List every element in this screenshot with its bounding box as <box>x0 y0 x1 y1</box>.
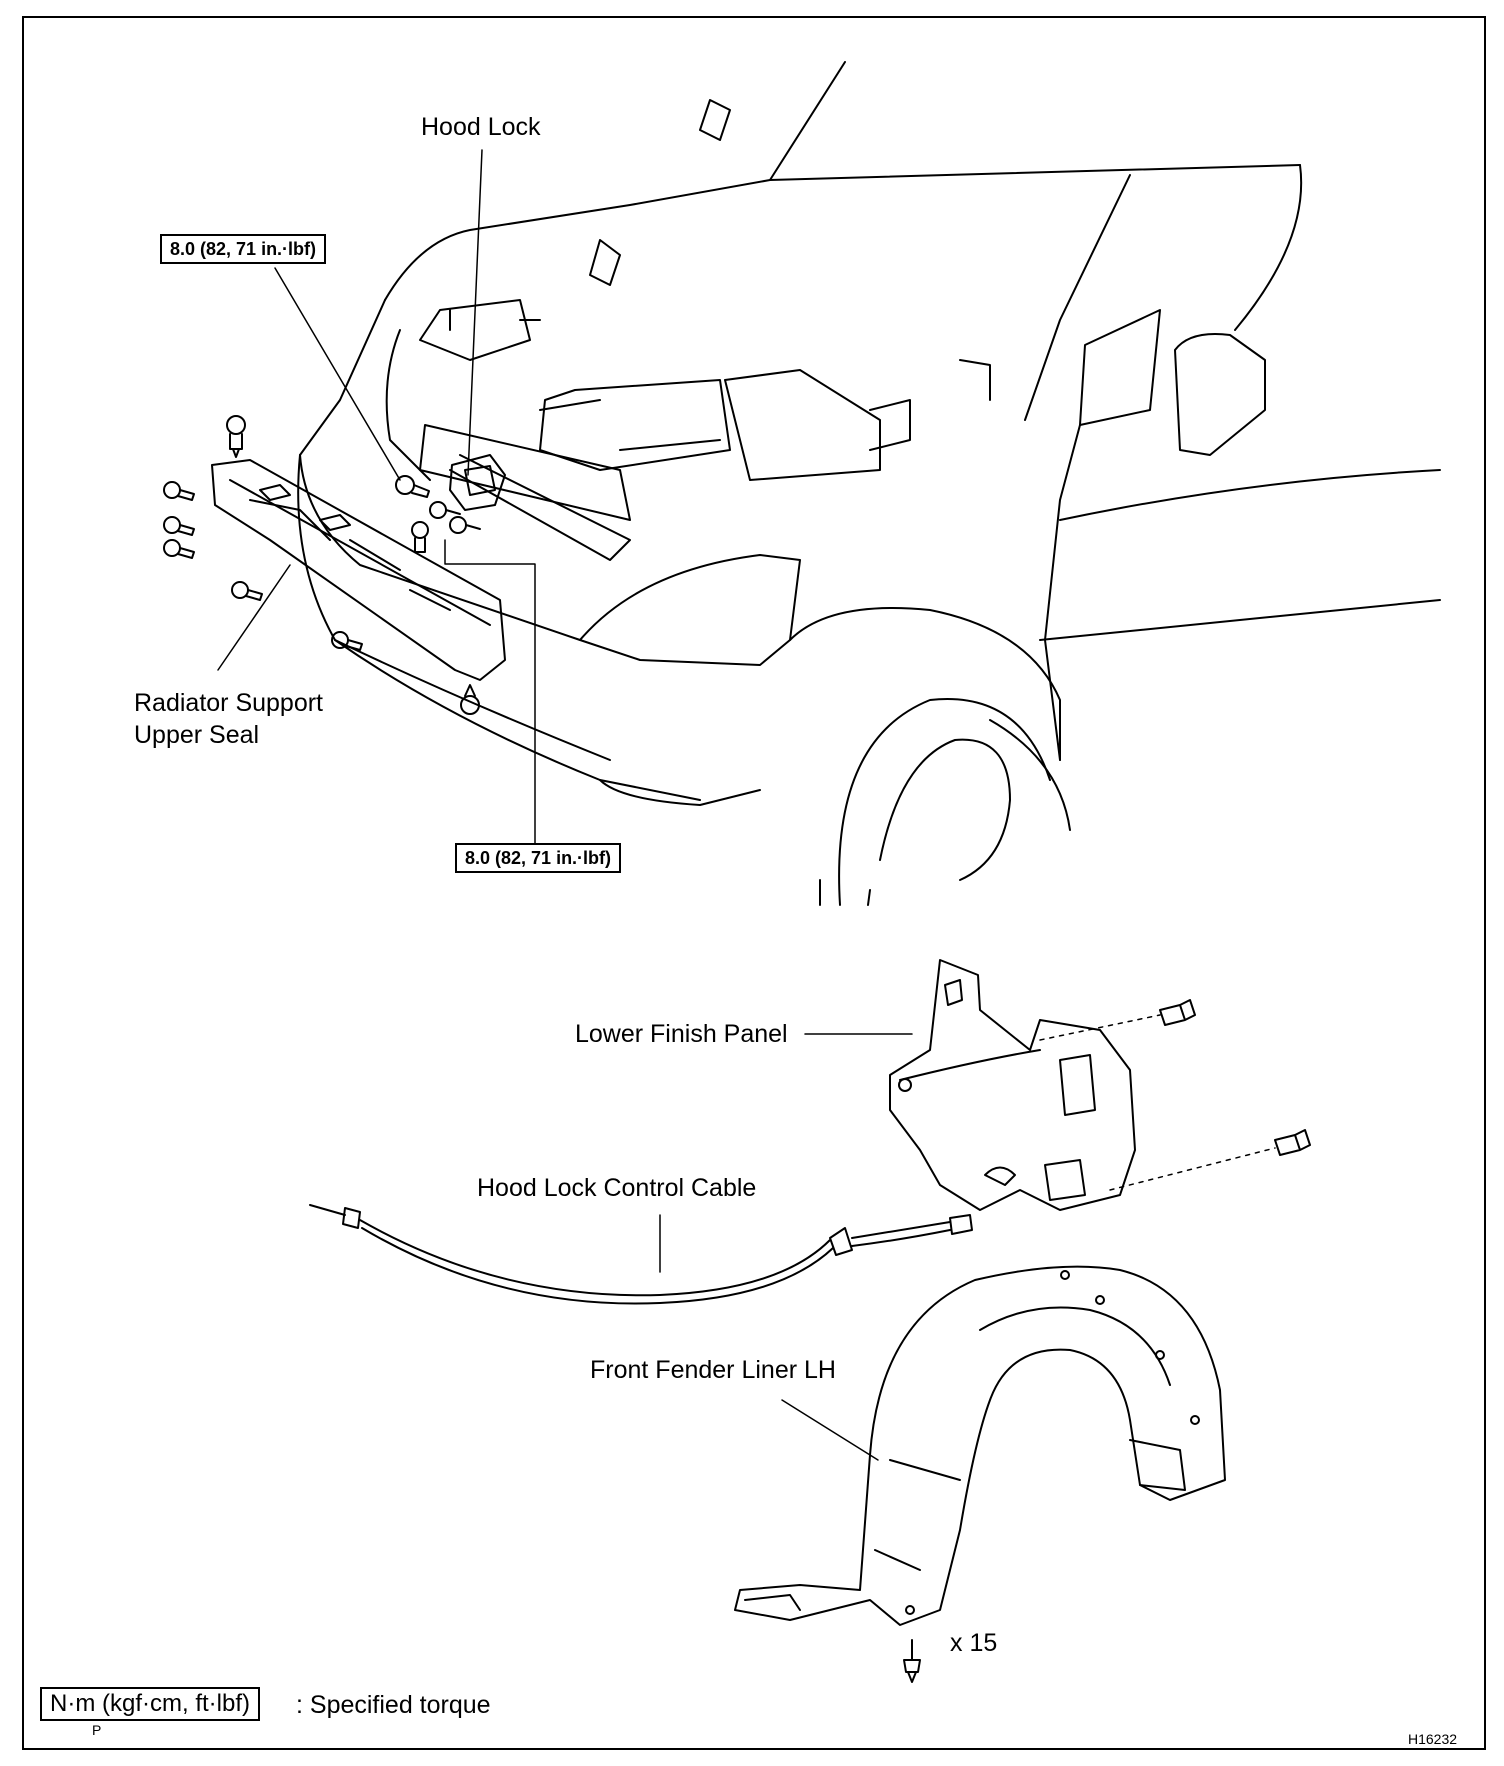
torque-unit-legend-box: N·m (kgf·cm, ft·lbf) <box>40 1687 260 1721</box>
front-fender-liner-part <box>734 1265 1226 1683</box>
torque-spec-upper: 8.0 (82, 71 in.·lbf) <box>160 234 327 264</box>
legend-sub-mark: P <box>92 1722 102 1738</box>
front-fender-liner-label: Front Fender Liner LH <box>590 1356 836 1384</box>
torque-legend-description: : Specified torque <box>296 1691 491 1719</box>
torque-spec-lower: 8.0 (82, 71 in.·lbf) <box>455 843 622 873</box>
hood-lock-label: Hood Lock <box>421 113 541 141</box>
diagram-frame <box>22 16 1486 1750</box>
lower-finish-panel-part <box>889 959 1311 1211</box>
lower-finish-panel-label: Lower Finish Panel <box>575 1020 788 1048</box>
vehicle-front-outline <box>297 61 1441 906</box>
radiator-support-label-line1: Radiator Support <box>134 689 324 717</box>
radiator-support-label-line2: Upper Seal <box>134 721 260 749</box>
clip-quantity-label: x 15 <box>950 1629 998 1657</box>
figure-id: H16232 <box>1408 1731 1458 1747</box>
leader-lines <box>217 149 913 1461</box>
radiator-support-upper-seal-part <box>211 459 506 681</box>
fastener-clips <box>163 415 481 715</box>
hood-lock-control-cable-label: Hood Lock Control Cable <box>477 1174 757 1202</box>
hood-lock-control-cable-part <box>309 1204 973 1305</box>
